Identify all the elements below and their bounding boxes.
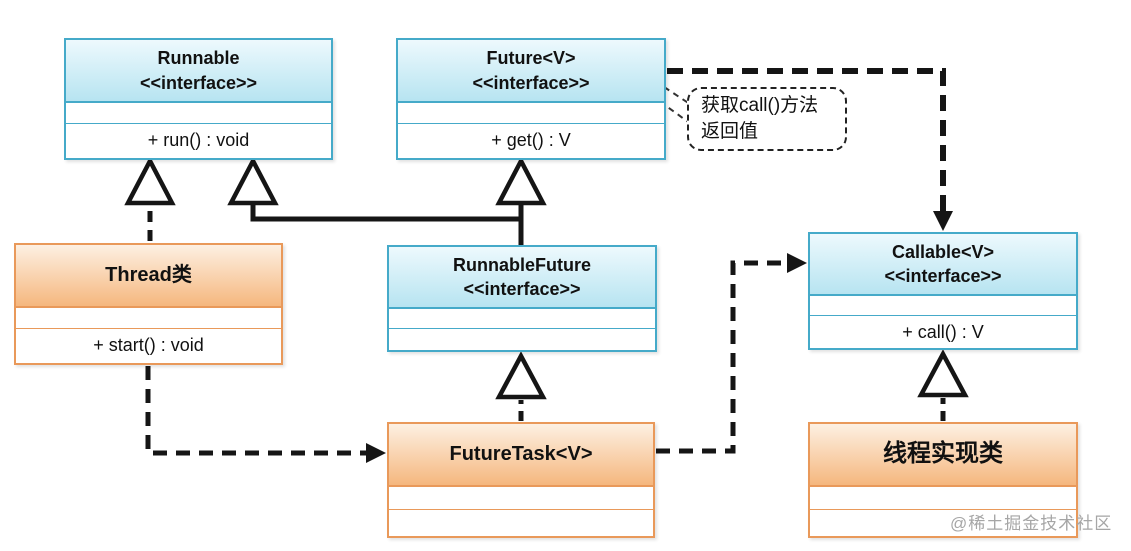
attributes-compartment bbox=[810, 296, 1076, 316]
watermark: @稀土掘金技术社区 bbox=[950, 514, 1113, 533]
triangle-arrow-runnable-left bbox=[124, 156, 176, 206]
class-header: Thread类 bbox=[16, 245, 281, 308]
class-title: RunnableFuture bbox=[453, 254, 591, 275]
attributes-compartment bbox=[398, 103, 664, 124]
triangle-arrow-future bbox=[495, 156, 547, 206]
triangle-arrow-runnable-right bbox=[227, 156, 279, 206]
note-anchor-line-2 bbox=[650, 94, 692, 125]
method-label: + call() : V bbox=[902, 321, 984, 342]
class-stereotype: <<interface>> bbox=[139, 72, 258, 93]
edge-futuretask-uses-callable bbox=[656, 260, 789, 454]
class-title: Thread类 bbox=[105, 264, 192, 286]
class-header: Runnable <<interface>> bbox=[66, 40, 331, 103]
triangle-arrow-callable bbox=[917, 349, 969, 398]
class-title: Future<V> bbox=[486, 48, 576, 69]
class-stereotype: <<interface>> bbox=[463, 279, 581, 299]
attributes-compartment bbox=[389, 487, 653, 510]
class-title: 线程实现类 bbox=[883, 440, 1003, 468]
methods-compartment bbox=[389, 329, 655, 350]
method-label: + start() : void bbox=[93, 334, 204, 355]
callout-note: 获取call()方法返回值 bbox=[687, 87, 847, 151]
arrowhead-into-callable-left bbox=[787, 253, 807, 273]
class-box-future: Future<V> <<interface>> + get() : V bbox=[396, 38, 666, 160]
class-header: Future<V> <<interface>> bbox=[398, 40, 664, 103]
arrowhead-into-callable-top bbox=[933, 211, 953, 231]
method-label: + run() : void bbox=[147, 129, 250, 150]
attributes-compartment bbox=[389, 309, 655, 329]
edge-runnablefuture-extends-runnable bbox=[250, 205, 521, 222]
class-header: Callable<V> <<interface>> bbox=[810, 234, 1076, 296]
class-box-runnable: Runnable <<interface>> + run() : void bbox=[64, 38, 333, 160]
class-box-callable: Callable<V> <<interface>> + call() : V bbox=[808, 232, 1078, 350]
class-box-runnablefuture: RunnableFuture <<interface>> bbox=[387, 245, 657, 352]
class-title: Runnable bbox=[157, 48, 240, 69]
edge-thread-uses-futuretask bbox=[145, 366, 368, 456]
attributes-compartment bbox=[66, 103, 331, 124]
attributes-compartment bbox=[16, 308, 281, 329]
class-stereotype: <<interface>> bbox=[472, 72, 590, 93]
class-title: Callable<V> bbox=[891, 241, 995, 262]
class-header: RunnableFuture <<interface>> bbox=[389, 247, 655, 309]
methods-compartment bbox=[389, 510, 653, 534]
edge-future-gets-callable-result bbox=[667, 68, 946, 212]
attributes-compartment bbox=[810, 487, 1076, 510]
class-header: FutureTask<V> bbox=[389, 424, 653, 487]
arrowhead-into-futuretask bbox=[366, 443, 386, 463]
triangle-arrow-runnablefuture bbox=[495, 351, 547, 400]
class-box-thread: Thread类 + start() : void bbox=[14, 243, 283, 365]
method-label: + get() : V bbox=[491, 129, 571, 150]
class-title: FutureTask<V> bbox=[449, 443, 593, 465]
class-header: 线程实现类 bbox=[810, 424, 1076, 487]
class-box-futuretask: FutureTask<V> bbox=[387, 422, 655, 538]
class-stereotype: <<interface>> bbox=[884, 266, 1002, 286]
class-box-threadimpl: 线程实现类 bbox=[808, 422, 1078, 538]
